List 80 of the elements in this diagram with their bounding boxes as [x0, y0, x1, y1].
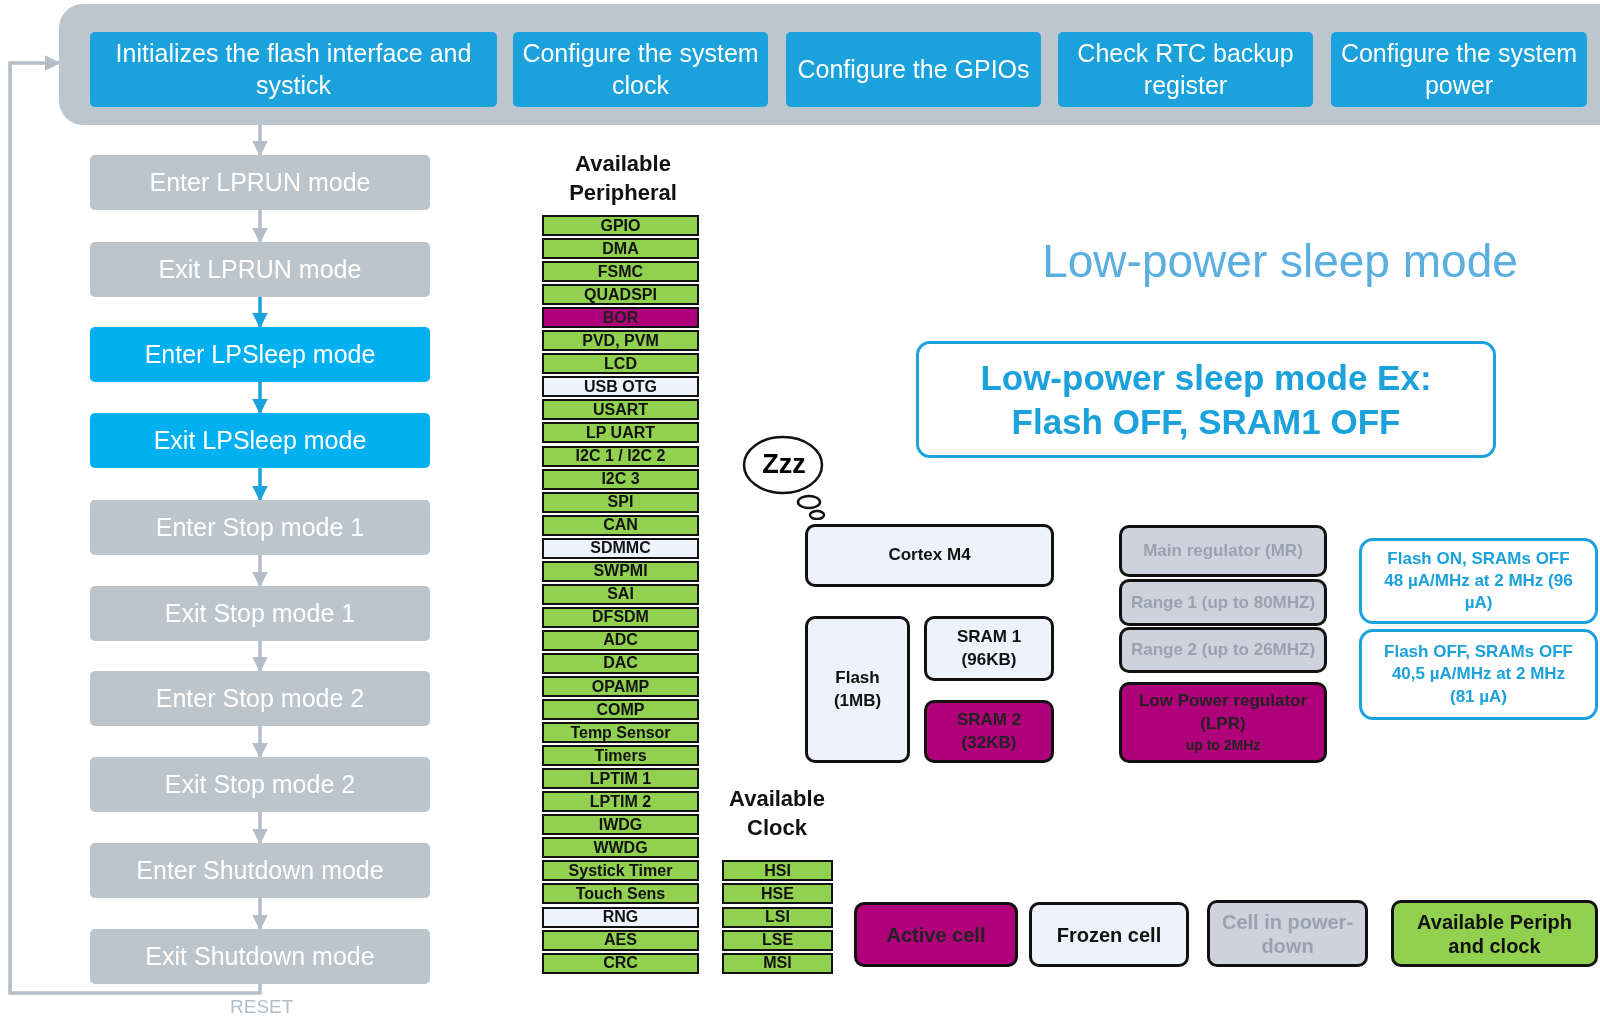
peripheral-block: HSE — [722, 883, 833, 905]
peripheral-block: USB OTG — [542, 376, 699, 398]
peripheral-block: LPTIM 2 — [542, 791, 699, 813]
peripheral-block: AES — [542, 929, 699, 951]
memory-block: Cortex M4 — [805, 524, 1054, 587]
process-box: Exit LPRUN mode — [90, 242, 430, 297]
process-box: Enter Stop mode 2 — [90, 671, 430, 726]
memory-block: SRAM 1 (96KB) — [924, 616, 1054, 681]
arrow — [252, 812, 268, 845]
peripheral-block: CRC — [542, 952, 699, 974]
column-heading: Available Peripheral — [568, 150, 678, 207]
memory-block: Flash (1MB) — [805, 616, 910, 763]
arrow — [252, 297, 268, 329]
process-box: Enter LPSleep mode — [90, 327, 430, 382]
peripheral-block: Timers — [542, 745, 699, 767]
peripheral-block: CAN — [542, 514, 699, 536]
process-box: Initializes the flash interface and systick — [90, 32, 497, 107]
peripheral-block: LPTIM 1 — [542, 768, 699, 790]
peripheral-block: OPAMP — [542, 676, 699, 697]
process-box: Exit Stop mode 2 — [90, 757, 430, 812]
peripheral-block: USART — [542, 399, 699, 421]
peripheral-block: RNG — [542, 906, 699, 928]
diagram-title: Low-power sleep mode — [1041, 234, 1519, 288]
peripheral-block: QUADSPI — [542, 284, 699, 306]
process-box: Configure the GPIOs — [786, 32, 1041, 107]
peripheral-block: GPIO — [542, 215, 699, 236]
peripheral-block: DFSDM — [542, 606, 699, 628]
process-box: Configure the system clock — [513, 32, 768, 107]
peripheral-block: PVD, PVM — [542, 330, 699, 352]
peripheral-block: BOR — [542, 307, 699, 329]
peripheral-block: DAC — [542, 652, 699, 674]
process-box: Enter LPRUN mode — [90, 155, 430, 210]
consumption-box: Flash ON, SRAMs OFF 48 µA/MHz at 2 MHz (96 µA) — [1359, 538, 1598, 624]
arrow — [8, 55, 262, 995]
arrow — [252, 210, 268, 244]
peripheral-block: MSI — [722, 952, 833, 974]
memory-block: SRAM 2 (32KB) — [924, 700, 1054, 763]
peripheral-block: I2C 1 / I2C 2 — [542, 445, 699, 467]
arrow — [252, 726, 268, 759]
peripheral-block: SPI — [542, 491, 699, 513]
legend-key: Active cell — [854, 902, 1018, 967]
peripheral-block: I2C 3 — [542, 468, 699, 490]
process-box: Exit Shutdown mode — [90, 929, 430, 984]
peripheral-block: HSI — [722, 860, 833, 882]
peripheral-block: LP UART — [542, 422, 699, 444]
peripheral-block: IWDG — [542, 814, 699, 836]
arrow — [252, 125, 268, 157]
process-box: Exit LPSleep mode — [90, 413, 430, 468]
process-box: Enter Shutdown mode — [90, 843, 430, 898]
peripheral-block: SDMMC — [542, 537, 699, 559]
peripheral-block: ADC — [542, 629, 699, 651]
peripheral-block: Temp Sensor — [542, 722, 699, 744]
legend-key: Frozen cell — [1029, 902, 1189, 967]
peripheral-block: SWPMI — [542, 560, 699, 582]
consumption-box: Flash OFF, SRAMs OFF 40,5 µA/MHz at 2 MHz (81 µA) — [1359, 629, 1598, 720]
peripheral-block: Systick Timer — [542, 860, 699, 882]
peripheral-block: LSI — [722, 906, 833, 928]
column-heading: Available Clock — [728, 785, 826, 842]
process-box: Exit Stop mode 1 — [90, 586, 430, 641]
arrow — [252, 382, 268, 415]
peripheral-block: COMP — [542, 699, 699, 721]
peripheral-block: LSE — [722, 929, 833, 951]
mode-box: Low-power sleep mode Ex: Flash OFF, SRAM1 OFF — [916, 341, 1496, 458]
peripheral-block: WWDG — [542, 837, 699, 859]
edge-label: RESET — [228, 997, 296, 1016]
process-box: Configure the system power — [1331, 32, 1587, 107]
arrow — [252, 641, 268, 673]
peripheral-block: LCD — [542, 353, 699, 375]
peripheral-block: SAI — [542, 583, 699, 605]
arrow — [252, 555, 268, 588]
peripheral-block: DMA — [542, 238, 699, 260]
process-box: Check RTC backup register — [1058, 32, 1313, 107]
arrow — [252, 898, 268, 931]
process-panel — [59, 4, 1600, 125]
regulator-block: Low Power regulator (LPR) up to 2MHz — [1119, 682, 1327, 763]
process-box: Enter Stop mode 1 — [90, 500, 430, 555]
peripheral-block: Touch Sens — [542, 883, 699, 905]
arrow — [252, 468, 268, 502]
peripheral-block: FSMC — [542, 261, 699, 283]
legend-key: Available Periph and clock — [1391, 900, 1598, 967]
